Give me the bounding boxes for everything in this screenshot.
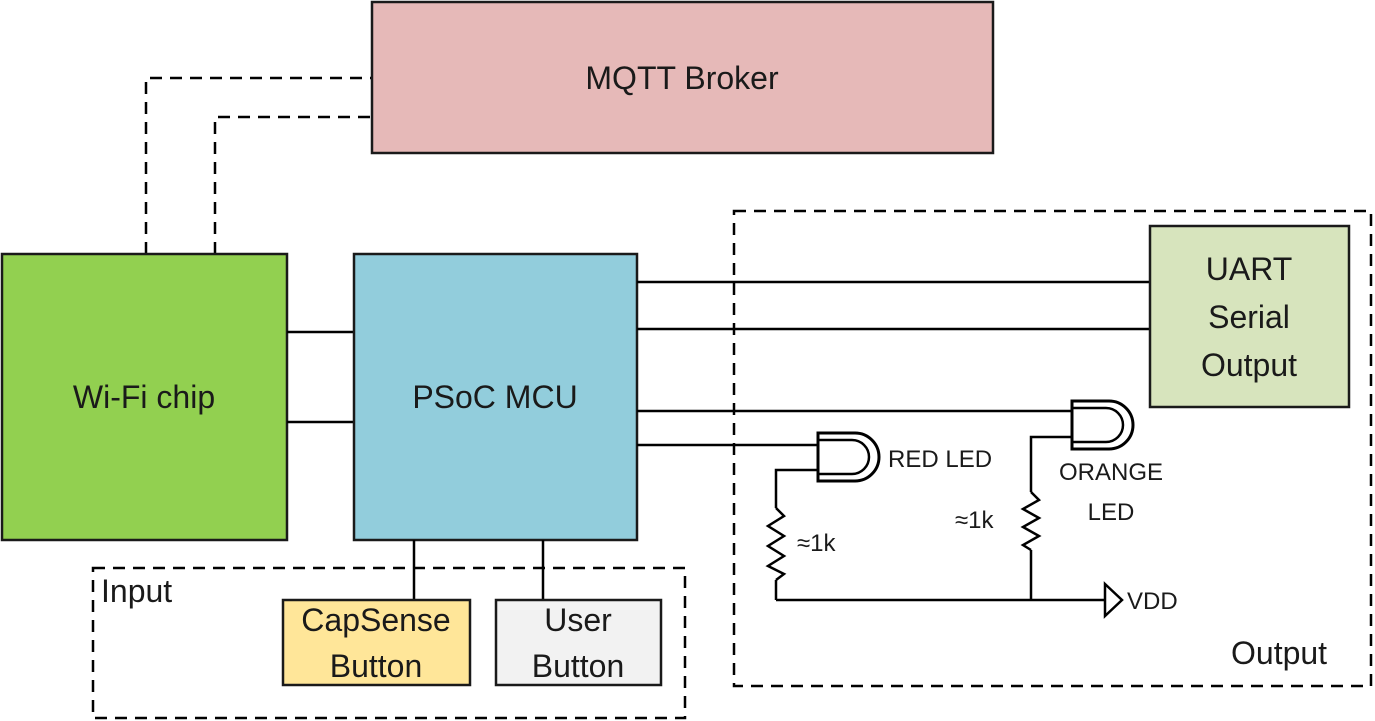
uart-output-box (1148, 224, 1351, 409)
wifi-chip-box (0, 252, 289, 542)
red-led-return-wire (774, 468, 818, 508)
wifi-mqtt-link-outer (144, 76, 372, 254)
wifi-mqtt-link-inner (213, 115, 372, 254)
input-group-label: Input (101, 573, 172, 609)
wifi-chip-label: Wi-Fi chip (73, 379, 215, 415)
capsense-button-box (281, 598, 472, 687)
orange-led-return-wire (1029, 435, 1072, 492)
red-led-inner-arc (818, 438, 871, 476)
resistor-right-zigzag (1020, 491, 1042, 552)
red-led-label: RED LED (888, 446, 992, 473)
user-button-box (494, 598, 663, 687)
orange-led-inner-arc (1072, 406, 1125, 444)
resistor-left-label: ≈1k (797, 530, 837, 557)
user-button-label-line-1: User (544, 602, 612, 638)
uart-label-line-1: UART (1206, 251, 1293, 287)
mqtt-broker-box (370, 0, 995, 155)
user-button-label-line-2: Button (532, 648, 625, 684)
output-group-label: Output (1231, 635, 1327, 671)
orange-led-label-line-1: ORANGE (1059, 459, 1163, 486)
input-group-border (91, 566, 687, 720)
uart-label-line-2: Serial (1208, 299, 1290, 335)
mqtt-broker-label: MQTT Broker (585, 60, 779, 96)
output-group-border (732, 209, 1373, 688)
vdd-label: VDD (1127, 588, 1178, 615)
vdd-arrow-symbol (1103, 581, 1124, 619)
psoc-mcu-label: PSoC MCU (412, 379, 577, 415)
resistor-left-zigzag (765, 507, 787, 581)
resistor-right-label: ≈1k (955, 507, 995, 534)
uart-label-line-3: Output (1201, 347, 1297, 383)
orange-led-label-line-2: LED (1088, 499, 1135, 526)
capsense-label-line-1: CapSense (301, 602, 450, 638)
psoc-mcu-box (352, 252, 639, 542)
capsense-label-line-2: Button (330, 648, 423, 684)
